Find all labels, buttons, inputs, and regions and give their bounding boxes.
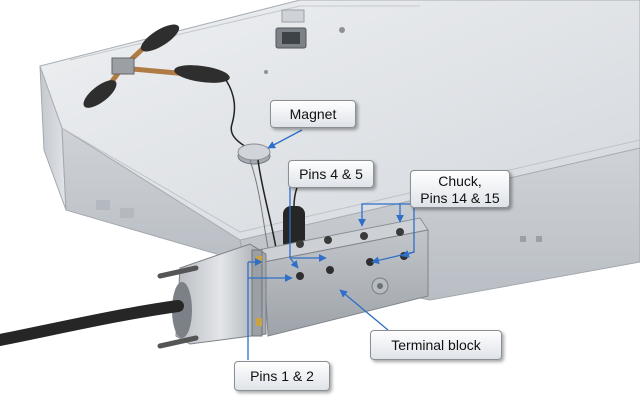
callout-chuck-line2: Pins 14 & 15 xyxy=(420,190,500,206)
leader-lines xyxy=(247,129,415,360)
callout-magnet: Magnet xyxy=(270,100,356,128)
callout-chuck-line1: Chuck, xyxy=(438,173,482,189)
cable-icon xyxy=(0,300,184,346)
callout-pins-1-2-label: Pins 1 & 2 xyxy=(250,368,314,384)
connector-icon xyxy=(157,243,267,349)
callout-magnet-label: Magnet xyxy=(289,106,337,122)
callout-terminal-block: Terminal block xyxy=(370,330,502,360)
callout-chuck: Chuck, Pins 14 & 15 xyxy=(410,170,510,208)
callout-pins-4-5-label: Pins 4 & 5 xyxy=(299,166,363,182)
callout-pins-4-5: Pins 4 & 5 xyxy=(288,160,374,188)
magnet-icon xyxy=(237,143,271,165)
callout-terminal-block-label: Terminal block xyxy=(391,337,481,353)
callout-pins-1-2: Pins 1 & 2 xyxy=(234,361,330,391)
spring-clip-icon xyxy=(83,24,230,108)
